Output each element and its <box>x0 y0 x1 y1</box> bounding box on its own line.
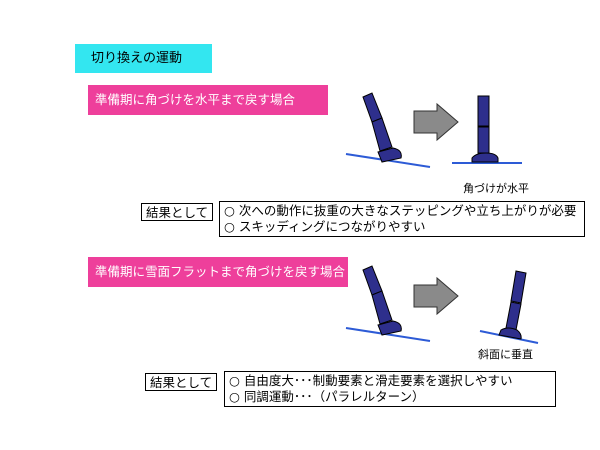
case2-banner: 準備期に雪面フラットまで角づけを戻す場合 <box>88 257 348 287</box>
case1-before-figure <box>345 92 431 168</box>
case2-arrow <box>413 276 459 316</box>
case2-before-figure <box>345 265 431 342</box>
case1-after-caption: 角づけが水平 <box>463 182 529 195</box>
result-item: ○ 次への動作に抜重の大きなステッピングや立ち上がりが必要 <box>224 203 577 218</box>
case2-after-figure <box>479 270 539 344</box>
case1-result-list: ○ 次への動作に抜重の大きなステッピングや立ち上がりが必要 ○ スキッディングに… <box>219 201 585 237</box>
result-item: ○ 同調運動･･･（パラレルターン） <box>229 389 425 404</box>
result-item: ○ スキッディングにつながりやすい <box>224 219 426 234</box>
case1-banner: 準備期に角づけを水平まで戻す場合 <box>88 85 328 115</box>
result-item: ○ 自由度大･･･制動要素と滑走要素を選択しやすい <box>229 373 513 388</box>
case2-result-list: ○ 自由度大･･･制動要素と滑走要素を選択しやすい ○ 同調運動･･･（パラレル… <box>224 371 556 407</box>
case2-after-caption: 斜面に垂直 <box>478 348 533 361</box>
section-title: 切り換えの運動 <box>75 44 212 73</box>
case1-arrow <box>413 102 459 142</box>
case2-result-label: 結果として <box>145 373 218 391</box>
case1-after-figure <box>452 95 522 164</box>
case1-result-label: 結果として <box>141 203 214 221</box>
